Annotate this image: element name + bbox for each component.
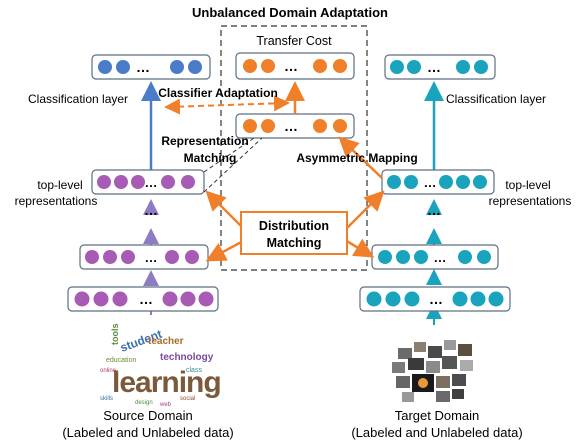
- source-hidden-layer-1: …: [67, 286, 219, 312]
- diagram-title: Unbalanced Domain Adaptation: [192, 5, 388, 20]
- source-hidden-layer-2: …: [79, 244, 209, 270]
- source-classifier-ellipsis: …: [136, 59, 150, 75]
- source-top-level-label-2: representations: [15, 194, 98, 208]
- target-classification-label: Classification layer: [446, 92, 546, 106]
- target-bottom-ellipsis: …: [429, 291, 443, 307]
- distribution-matching-arrow-left: [205, 190, 246, 231]
- source-top-ellipsis: …: [145, 175, 158, 190]
- word-cloud-word-11: web: [159, 402, 172, 408]
- word-cloud-word-5: education: [106, 357, 136, 364]
- target-top-level-label-1: top-level: [505, 178, 550, 192]
- source-domain-sublabel: (Labeled and Unlabeled data): [62, 425, 233, 440]
- distribution-matching-arrow-right-2: [344, 238, 375, 258]
- target-domain-label: Target Domain: [395, 408, 480, 423]
- source-classification-layer: …: [91, 54, 211, 80]
- target-domain-sublabel: (Labeled and Unlabeled data): [351, 425, 522, 440]
- representation-matching-line-1: [203, 137, 255, 173]
- transfer-cost-ellipsis: …: [284, 58, 298, 74]
- shared-representation-layer: …: [235, 113, 355, 139]
- source-mid-ellipsis: …: [145, 250, 158, 265]
- asymmetric-mapping-arrow: [338, 136, 383, 179]
- source-word-cloud-image: tools student teacher technology educati…: [100, 324, 222, 409]
- target-vdots: …: [427, 202, 441, 218]
- distribution-matching-label-2: Matching: [267, 236, 322, 250]
- source-top-level-layer: …: [91, 169, 205, 195]
- shared-repr-ellipsis: …: [284, 118, 298, 134]
- source-domain-label: Source Domain: [103, 408, 193, 423]
- word-cloud-word-6: online: [100, 368, 117, 374]
- source-top-level-label-1: top-level: [37, 178, 82, 192]
- representation-matching-label-1: Representation: [161, 134, 248, 148]
- target-hidden-layer-1: …: [359, 286, 511, 312]
- distribution-matching-label-1: Distribution: [259, 219, 329, 233]
- distribution-matching-arrow-left-2: [205, 238, 246, 262]
- distribution-matching-box: Distribution Matching: [240, 211, 348, 255]
- classifier-adaptation-arrow: [164, 95, 290, 115]
- asymmetric-mapping-label: Asymmetric Mapping: [296, 151, 417, 165]
- source-bottom-ellipsis: …: [139, 291, 153, 307]
- target-mid-ellipsis: …: [434, 250, 447, 265]
- classifier-adaptation-label: Classifier Adaptation: [158, 86, 278, 100]
- word-cloud-word-7: class: [186, 367, 202, 374]
- target-top-level-layer: …: [381, 169, 495, 195]
- distribution-matching-arrow-right: [344, 190, 385, 231]
- word-cloud-word-8: skills: [100, 396, 113, 402]
- word-cloud-word-9: social: [180, 396, 195, 402]
- word-cloud-word-10: design: [135, 400, 153, 406]
- source-vdots: …: [144, 202, 158, 218]
- word-cloud-word-1: tools: [110, 324, 120, 346]
- representation-matching-label-2: Matching: [184, 151, 237, 165]
- transfer-cost-layer: …: [235, 52, 355, 80]
- word-cloud-word-4: technology: [160, 352, 214, 363]
- target-top-ellipsis: …: [424, 175, 437, 190]
- target-classification-layer: …: [384, 54, 496, 80]
- target-top-level-label-2: representations: [489, 194, 572, 208]
- word-cloud-word-3: teacher: [148, 336, 184, 347]
- representation-matching-line-2: [203, 137, 263, 193]
- target-hidden-layer-2: …: [371, 244, 499, 270]
- transfer-cost-label: Transfer Cost: [256, 34, 332, 48]
- target-classifier-ellipsis: …: [427, 59, 441, 75]
- dashed-domain-box: [220, 25, 368, 271]
- source-classification-label: Classification layer: [28, 92, 128, 106]
- target-photo-collage-image: [392, 340, 473, 402]
- word-cloud-main-word: learning: [112, 366, 221, 399]
